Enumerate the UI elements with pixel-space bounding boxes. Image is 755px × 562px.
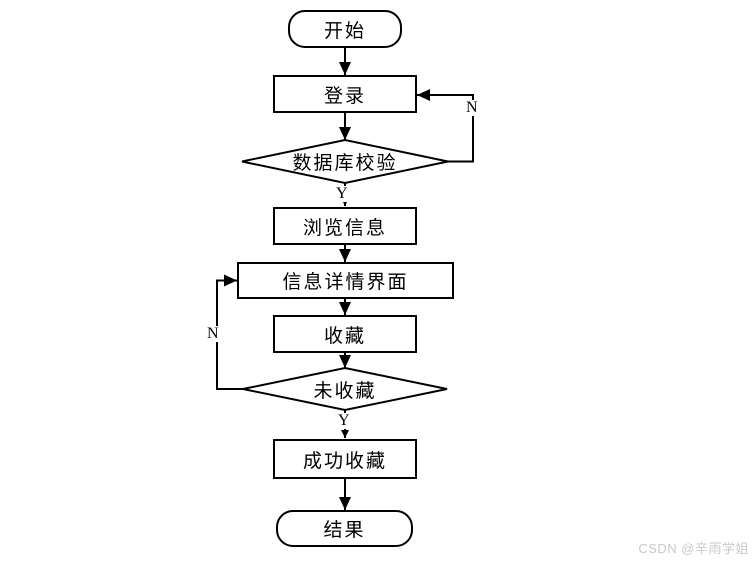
edge-label-db-check-no: N bbox=[464, 99, 480, 116]
edge-label-db-check-yes: Y bbox=[334, 185, 350, 202]
node-start-label: 开始 bbox=[323, 20, 366, 42]
diamond-db-check-shape bbox=[241, 138, 449, 185]
node-favorite: 收藏 bbox=[273, 315, 417, 353]
edge-label-not-favorited-yes: Y bbox=[336, 412, 352, 429]
node-detail-page-label: 信息详情界面 bbox=[282, 272, 409, 293]
node-favorite-success-label: 成功收藏 bbox=[302, 450, 387, 472]
node-favorite-success: 成功收藏 bbox=[273, 439, 417, 479]
node-browse-info: 浏览信息 bbox=[273, 207, 417, 245]
diamond-not-favorited-shape bbox=[242, 366, 448, 412]
edge-label-not-favorited-no: N bbox=[205, 325, 221, 342]
node-login: 登录 bbox=[273, 75, 417, 113]
node-browse-info-label: 浏览信息 bbox=[302, 217, 387, 239]
connector-dbcheck-no-loop bbox=[417, 89, 474, 163]
watermark: CSDN @辛雨学姐 bbox=[638, 541, 749, 556]
node-start: 开始 bbox=[288, 10, 402, 48]
node-login-label: 登录 bbox=[323, 85, 366, 107]
node-detail-page: 信息详情界面 bbox=[237, 262, 454, 299]
node-result: 结果 bbox=[276, 510, 413, 547]
node-result-label: 结果 bbox=[323, 520, 366, 541]
node-favorite-label: 收藏 bbox=[323, 325, 366, 347]
